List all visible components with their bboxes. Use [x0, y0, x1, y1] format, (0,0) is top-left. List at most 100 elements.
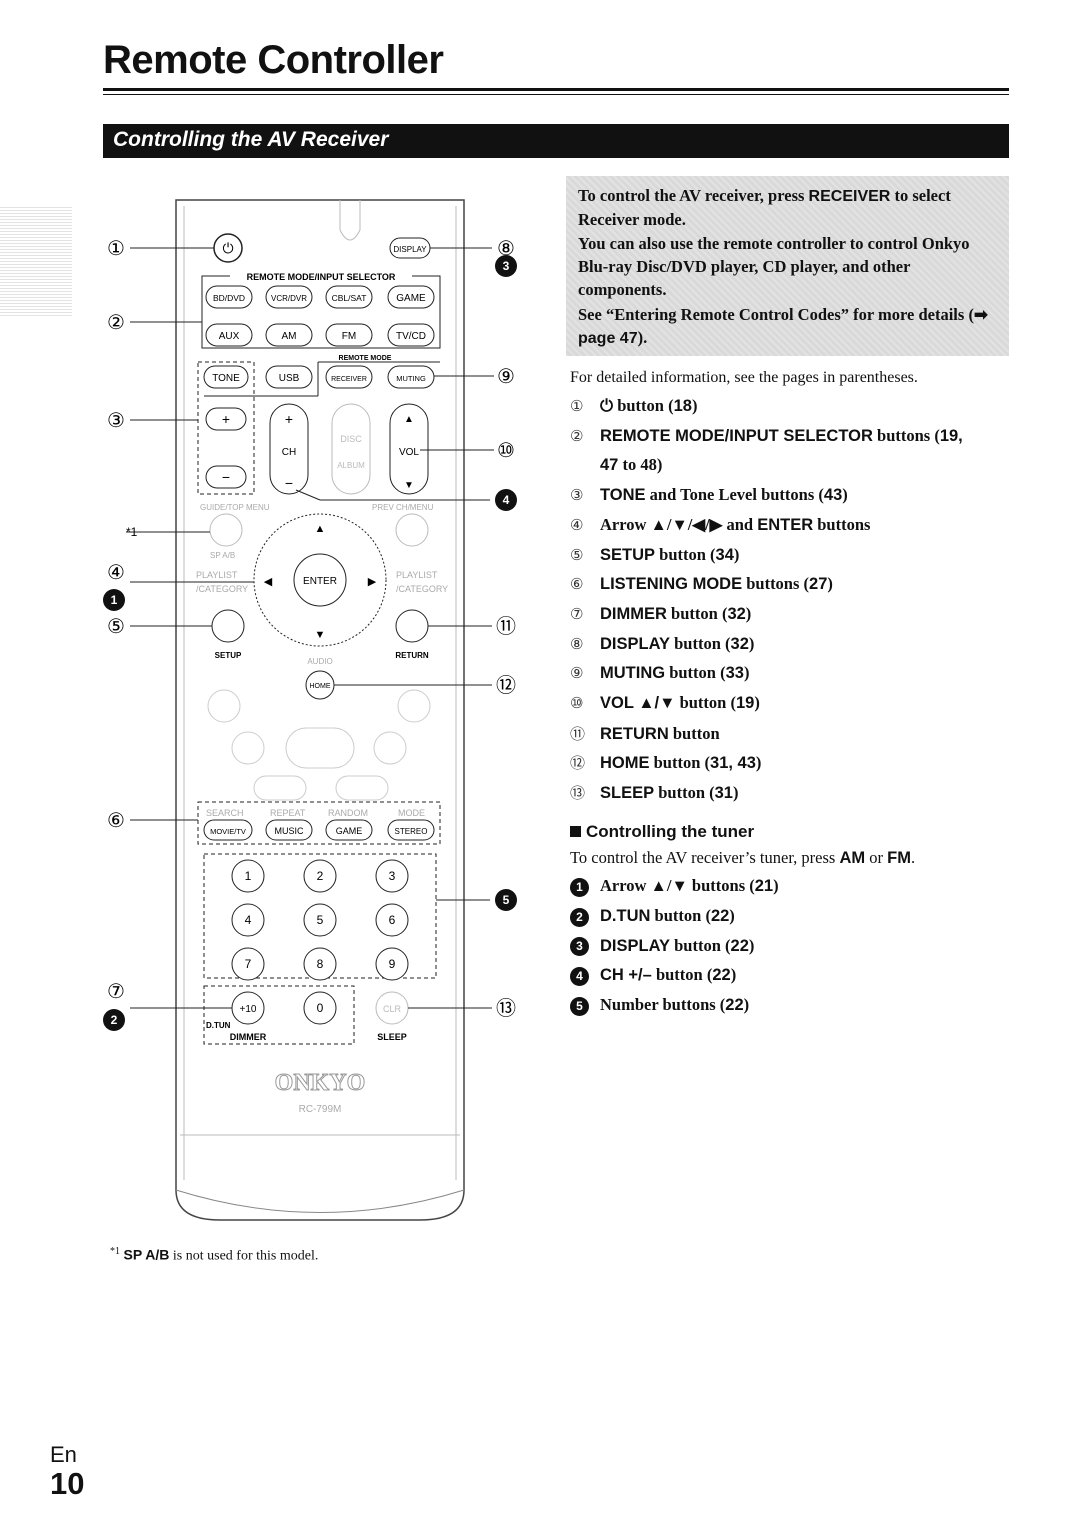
svg-text:+10: +10 — [240, 1004, 257, 1015]
svg-text:/CATEGORY: /CATEGORY — [196, 584, 248, 594]
svg-text:SETUP: SETUP — [215, 651, 242, 660]
svg-text:2: 2 — [317, 869, 324, 883]
page-link[interactable]: page 47 — [578, 330, 638, 347]
svg-text:⑦: ⑦ — [107, 979, 125, 1003]
section-header-bar: Controlling the AV Receiver — [103, 124, 1009, 158]
svg-text:VOL: VOL — [399, 447, 419, 458]
svg-text:RANDOM: RANDOM — [328, 808, 368, 818]
svg-text:6: 6 — [389, 913, 396, 927]
svg-text:②: ② — [107, 310, 125, 334]
svg-text:4: 4 — [503, 493, 510, 507]
svg-text:DIMMER: DIMMER — [230, 1032, 267, 1042]
input-selector-row2: AUX AM FM TV/CD — [205, 323, 435, 347]
item-number: ⑫ — [570, 754, 586, 773]
svg-text:FM: FM — [342, 331, 356, 342]
footnote: *1 SP A/B is not used for this model. — [110, 1246, 319, 1264]
item-number: ③ — [570, 486, 584, 505]
page-number: 10 — [50, 1466, 85, 1501]
svg-text:⑤: ⑤ — [107, 614, 125, 638]
svg-text:3: 3 — [503, 259, 510, 273]
intro-callout-box: To control the AV receiver, press RECEIV… — [566, 176, 1009, 356]
svg-text:⑩: ⑩ — [497, 438, 515, 462]
svg-text:STEREO: STEREO — [395, 827, 428, 836]
svg-text:③: ③ — [107, 408, 125, 432]
item-number: ⑪ — [570, 724, 586, 743]
number-pad — [231, 859, 409, 1025]
ch-rocker — [269, 403, 309, 495]
language-label: En — [50, 1442, 77, 1467]
intro-paragraph-1: To control the AV receiver, press RECEIV… — [578, 186, 951, 229]
svg-text:D.TUN: D.TUN — [206, 1021, 231, 1030]
svg-text:1: 1 — [111, 593, 118, 607]
svg-text:1: 1 — [245, 869, 252, 883]
arrow-icon: ➡ — [973, 305, 988, 324]
tuner-callouts: 1 2 3 4 5 — [103, 255, 517, 1031]
svg-text:+: + — [285, 411, 293, 427]
svg-text:TV/CD: TV/CD — [396, 331, 426, 342]
svg-text:⑫: ⑫ — [496, 673, 516, 697]
power-icon: ⏻ — [222, 240, 233, 256]
tuner-text: To control the AV receiver’s tuner, pres… — [570, 848, 916, 867]
item-number: ⑦ — [570, 604, 584, 623]
svg-text:3: 3 — [389, 869, 396, 883]
item-number: ⑨ — [570, 664, 584, 683]
svg-text:CH: CH — [282, 447, 296, 458]
svg-text:RETURN: RETURN — [395, 651, 429, 660]
svg-text:TONE: TONE — [212, 373, 240, 384]
svg-text:AUX: AUX — [219, 331, 240, 342]
svg-text:4: 4 — [245, 913, 252, 927]
item-number: ② — [570, 426, 584, 445]
svg-text:PLAYLIST: PLAYLIST — [196, 570, 238, 580]
svg-text:BD/DVD: BD/DVD — [213, 293, 245, 303]
item-number: ⑩ — [570, 694, 584, 712]
svg-text:▲: ▲ — [404, 414, 414, 425]
svg-text:*1: *1 — [126, 525, 138, 539]
svg-text:⑬: ⑬ — [496, 996, 516, 1020]
svg-text:▶: ▶ — [368, 576, 377, 588]
item-number: ① — [570, 397, 584, 415]
svg-text:①: ① — [107, 236, 125, 260]
svg-text:ALBUM: ALBUM — [337, 461, 365, 470]
page-title: Remote Controller — [103, 38, 444, 82]
vol-rocker — [389, 403, 429, 495]
svg-text:⑧: ⑧ — [497, 236, 515, 260]
muting-button — [387, 365, 435, 389]
list-item: 47 to 48) — [600, 455, 663, 475]
svg-text:▼: ▼ — [404, 480, 414, 491]
decorative-side-pattern — [0, 206, 72, 316]
remote-mode-label: REMOTE MODE/INPUT SELECTOR — [247, 272, 396, 282]
item-number: ④ — [570, 515, 584, 534]
svg-text:▲: ▲ — [315, 523, 326, 535]
title-rule-thin — [103, 94, 1009, 95]
svg-text:REPEAT: REPEAT — [270, 808, 306, 818]
svg-text:VCR/DVR: VCR/DVR — [271, 294, 307, 303]
item-number: 4 — [570, 965, 600, 987]
intro-paragraph-2: You can also use the remote controller t… — [578, 234, 970, 299]
svg-text:◀: ◀ — [264, 576, 273, 588]
svg-text:CLR: CLR — [383, 1004, 402, 1014]
svg-text:2: 2 — [111, 1013, 118, 1027]
svg-text:−: − — [285, 475, 293, 491]
svg-text:−: − — [222, 469, 230, 485]
svg-text:⑨: ⑨ — [497, 364, 515, 388]
svg-text:MUTING: MUTING — [396, 374, 426, 383]
svg-text:MODE: MODE — [398, 808, 425, 818]
svg-text:AM: AM — [282, 331, 297, 342]
svg-text:PREV CH/MENU: PREV CH/MENU — [372, 503, 434, 512]
input-selector-row1: BD/DVD VCR/DVR CBL/SAT GAME — [205, 285, 435, 309]
svg-text:DISPLAY: DISPLAY — [393, 245, 427, 254]
remote-controller-illustration: ⏻ DISPLAY REMOTE MODE/INPUT SELECTOR BD/… — [103, 199, 517, 1221]
svg-text:DISC: DISC — [340, 434, 362, 444]
item-number: 5 — [570, 995, 600, 1016]
item-number: 3 — [570, 936, 600, 957]
